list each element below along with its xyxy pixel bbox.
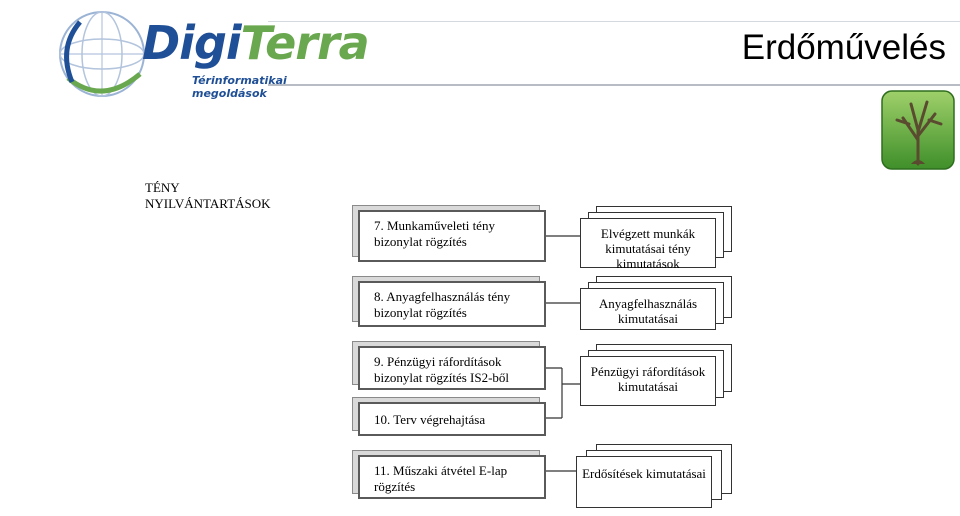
report-doc-1[interactable]: Elvégzett munkák kimutatásai tény kimuta… [580,206,732,274]
section-label: TÉNY NYILVÁNTARTÁSOK [145,180,271,211]
logo-word-terra: Terra [240,16,370,70]
process-box-label: 7. Munkaműveleti tény bizonylat rögzítés [358,210,546,262]
globe-icon [59,11,145,97]
connector-p9-p10-r3 [546,367,580,419]
process-box-label: 10. Terv végrehajtása [358,402,546,436]
report-doc-label: Erdősítések kimutatásai [582,466,706,481]
doc-sheet-front [580,356,716,406]
process-box-9[interactable]: 9. Pénzügyi ráfordítások bizonylat rögzí… [352,341,546,390]
process-box-label: 8. Anyagfelhasználás tény bizonylat rögz… [358,281,546,327]
doc-sheet-front [576,456,712,508]
report-doc-2[interactable]: Anyagfelhasználás kimutatásai [580,276,732,332]
process-box-8[interactable]: 8. Anyagfelhasználás tény bizonylat rögz… [352,276,546,327]
tree-icon [881,90,955,170]
logo-wordmark: DigiTerra [142,16,370,70]
doc-sheet-front [580,218,716,268]
process-box-7[interactable]: 7. Munkaműveleti tény bizonylat rögzítés [352,205,546,262]
process-box-label: 11. Műszaki átvétel E-lap rögzítés [358,455,546,499]
report-doc-label: Anyagfelhasználás kimutatásai [598,296,698,326]
report-doc-label: Pénzügyi ráfordítások kimutatásai [590,364,706,394]
header-rule-top [268,21,960,22]
report-doc-4[interactable]: Erdősítések kimutatásai [576,444,734,512]
doc-sheet-front [580,288,716,330]
digiterra-logo: DigiTerra Térinformatikai megoldások [50,8,370,108]
logo-word-digi: Digi [142,16,242,70]
report-doc-label: Elvégzett munkák kimutatásai tény kimuta… [600,226,696,271]
header-rule [268,84,960,86]
report-doc-3[interactable]: Pénzügyi ráfordítások kimutatásai [580,344,732,414]
logo-subtitle: Térinformatikai megoldások [192,74,287,100]
page-title: Erdőművelés [741,28,946,67]
process-box-10[interactable]: 10. Terv végrehajtása [352,397,546,436]
process-box-label: 9. Pénzügyi ráfordítások bizonylat rögzí… [358,346,546,390]
process-box-11[interactable]: 11. Műszaki átvétel E-lap rögzítés [352,450,546,499]
